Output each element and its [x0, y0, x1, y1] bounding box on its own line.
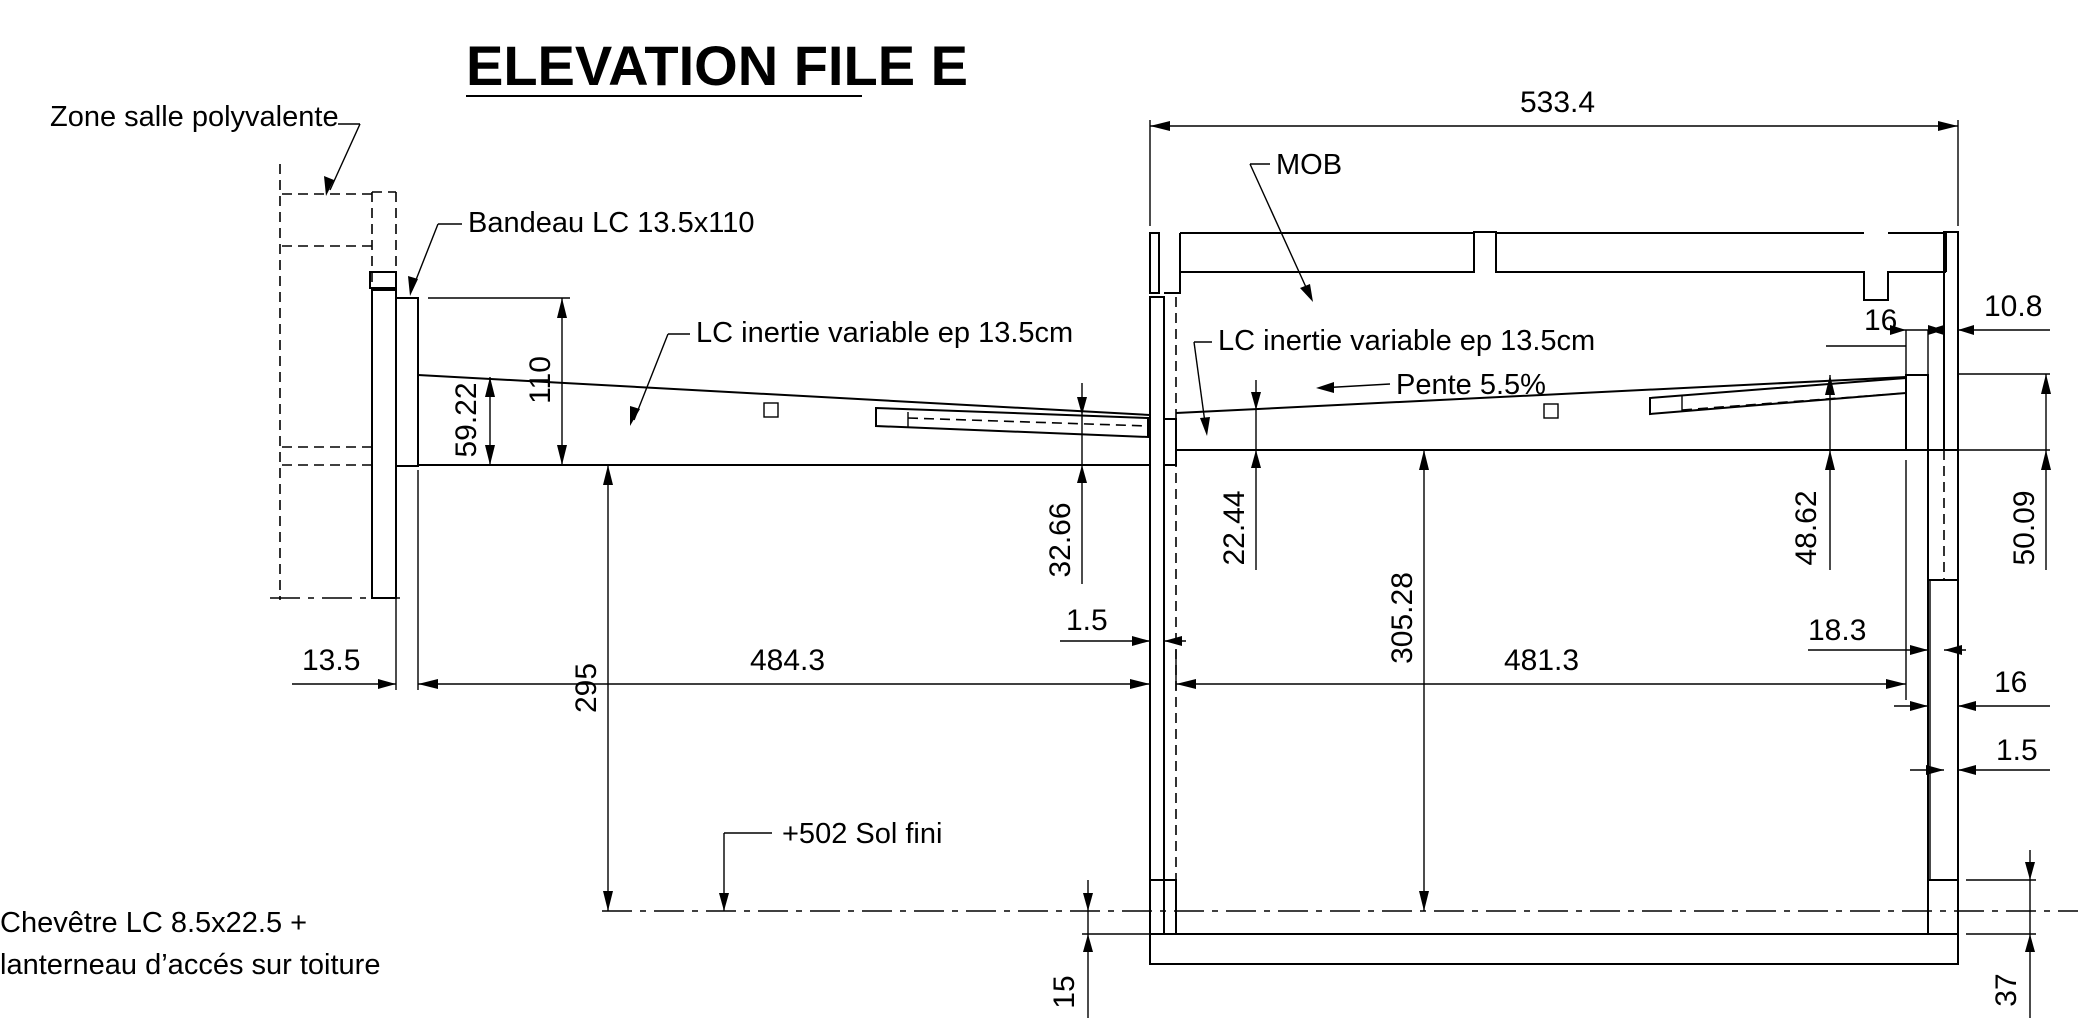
- dim-110-label: 110: [524, 356, 557, 404]
- drawing-title: ELEVATION FILE E: [466, 34, 968, 97]
- lc-right-label: LC inertie variable ep 13.5cm: [1218, 325, 1595, 357]
- dim-slab-edge-height-right: [1825, 345, 1906, 570]
- dim-left-height: [603, 465, 613, 911]
- dim-slab-end-height-left: [1077, 383, 1087, 584]
- dim-48-62-label: 48.62: [1790, 490, 1823, 565]
- floor-slab: [602, 910, 2078, 965]
- dim-slab-end-height-right: [1251, 380, 1261, 570]
- right-slab: [1175, 374, 1929, 451]
- lc-right-leader: [1193, 341, 1212, 436]
- central-wall: [1149, 232, 1177, 935]
- dim-15: [1082, 880, 1150, 1018]
- sol-fini-label: +502 Sol fini: [782, 818, 942, 850]
- zone-leader: [324, 123, 361, 196]
- chevetre-label-line1: Chevêtre LC 8.5x22.5 +: [0, 907, 307, 939]
- dim-305-28-label: 305.28: [1386, 572, 1419, 664]
- lc-left-label: LC inertie variable ep 13.5cm: [696, 317, 1073, 349]
- mob-roof-element: [1164, 231, 1947, 301]
- dim-slab-edge-height: [485, 377, 495, 465]
- zone-label: Zone salle polyvalente: [50, 101, 339, 133]
- dim-37: [1966, 850, 2036, 1018]
- dim-1-5-right: [1910, 765, 2050, 775]
- mob-label: MOB: [1276, 149, 1342, 181]
- dim-1-5-right-label: 1.5: [1996, 734, 2038, 767]
- dim-16-right: [1894, 701, 2050, 711]
- bandeau-column: [369, 271, 419, 599]
- dim-10-8: [1928, 325, 2050, 335]
- existing-wall-left: [270, 164, 400, 600]
- dim-481-3-label: 481.3: [1504, 644, 1579, 677]
- dim-overall-width-label: 533.4: [1520, 86, 1595, 119]
- dim-16-right-label: 16: [1994, 666, 2027, 699]
- pente-arrow: [1316, 382, 1391, 393]
- pente-label: Pente 5.5%: [1396, 369, 1546, 401]
- dim-wall-top-height: [1958, 373, 2051, 570]
- dim-room-height: [1419, 450, 1429, 911]
- right-wall: [1927, 231, 1959, 935]
- dim-1-5-left: [1060, 636, 1186, 646]
- dim-top-16: [1890, 325, 1944, 376]
- dim-22-44-label: 22.44: [1218, 490, 1251, 565]
- dim-overall-width: [1149, 120, 1959, 226]
- sol-fini-leader: [719, 832, 772, 911]
- dim-bottom-chain: [292, 460, 1907, 700]
- dim-13-5-label: 13.5: [302, 644, 360, 677]
- dim-484-3-label: 484.3: [750, 644, 825, 677]
- bandeau-label: Bandeau LC 13.5x110: [468, 207, 754, 239]
- dim-bandeau-height: [428, 297, 570, 465]
- dim-18-3-label: 18.3: [1808, 614, 1866, 647]
- left-slab: [417, 374, 1151, 466]
- mob-leader: [1249, 163, 1313, 302]
- bandeau-leader: [408, 223, 462, 296]
- dim-50-09-label: 50.09: [2008, 490, 2041, 565]
- lc-left-leader: [630, 333, 690, 426]
- dim-1-5-left-label: 1.5: [1066, 604, 1108, 637]
- dim-37-label: 37: [1990, 973, 2023, 1006]
- dim-10-8-label: 10.8: [1984, 290, 2042, 323]
- dim-15-label: 15: [1048, 975, 1081, 1008]
- chevetre-label-line2: lanterneau d’accés sur toiture: [0, 949, 380, 981]
- dim-18-3: [1808, 645, 1966, 655]
- dim-295-label: 295: [570, 663, 603, 713]
- dim-32-66-label: 32.66: [1044, 502, 1077, 577]
- dim-16-top-label: 16: [1864, 304, 1897, 337]
- dim-59-22-label: 59.22: [450, 382, 483, 457]
